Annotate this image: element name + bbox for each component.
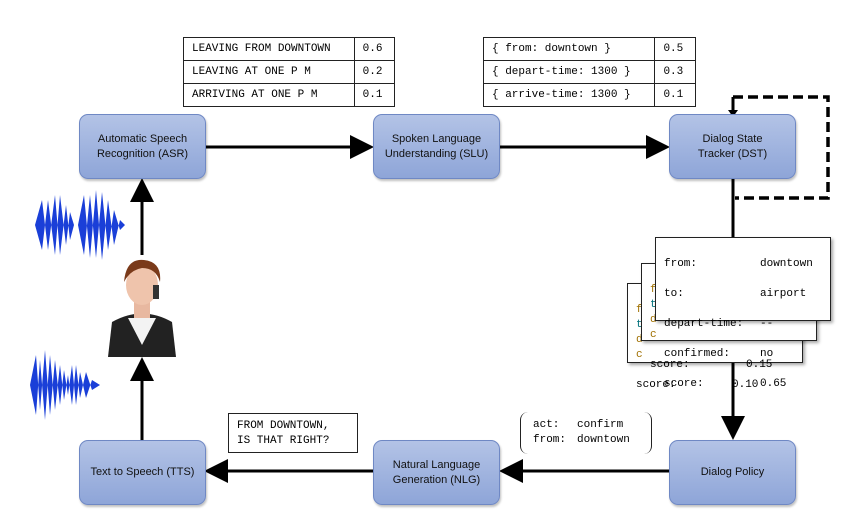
to-label: to: bbox=[664, 288, 684, 300]
from-label: from: bbox=[533, 434, 567, 446]
depart-value: -- bbox=[760, 318, 774, 330]
nlg-line-2: IS THAT RIGHT? bbox=[237, 435, 330, 447]
dst-feedback-loop bbox=[733, 95, 830, 200]
hyp-text: LEAVING FROM DOWNTOWN bbox=[183, 37, 355, 61]
policy-action: act: confirm from: downtown bbox=[520, 412, 652, 454]
dialog-state-card-front: from:downtown to:airport depart-time:-- … bbox=[655, 237, 831, 390]
tts-module: Text to Speech (TTS) bbox=[79, 440, 206, 505]
confirmed-value: no bbox=[760, 348, 774, 360]
act-value: confirm bbox=[577, 419, 624, 431]
hyp-text: { from: downtown } bbox=[482, 37, 656, 61]
user-photo bbox=[108, 255, 176, 357]
dst-label: Dialog State Tracker (DST) bbox=[697, 132, 768, 160]
score-value: 0.15 bbox=[746, 359, 773, 371]
score-value: 0.10 bbox=[732, 379, 759, 391]
score-label: score: bbox=[650, 359, 690, 371]
hyp-text: { arrive-time: 1300 } bbox=[482, 83, 656, 107]
table-row: { arrive-time: 1300 }0.1 bbox=[482, 83, 696, 107]
policy-label: Dialog Policy bbox=[700, 466, 765, 478]
slu-label: Spoken Language Understanding (SLU) bbox=[384, 132, 489, 160]
dst-module: Dialog State Tracker (DST) bbox=[669, 114, 796, 179]
score-value: 0.65 bbox=[760, 378, 787, 390]
nlg-line-1: FROM DOWNTOWN, bbox=[237, 420, 330, 432]
hyp-score: 0.3 bbox=[654, 60, 696, 84]
hyp-score: 0.1 bbox=[353, 83, 396, 107]
hyp-text: ARRIVING AT ONE P M bbox=[183, 83, 355, 107]
from-label: from: bbox=[664, 258, 698, 270]
nlg-module: Natural Language Generation (NLG) bbox=[373, 440, 500, 505]
hyp-text: LEAVING AT ONE P M bbox=[183, 60, 355, 84]
score-label: score: bbox=[664, 378, 704, 390]
act-label: act: bbox=[533, 419, 560, 431]
confirmed-label: confirmed: bbox=[664, 348, 731, 360]
asr-module: Automatic Speech Recognition (ASR) bbox=[79, 114, 206, 179]
waveform-input-icon bbox=[35, 190, 125, 260]
hyp-score: 0.6 bbox=[353, 37, 396, 61]
hyp-score: 0.5 bbox=[654, 37, 696, 61]
tts-label: Text to Speech (TTS) bbox=[90, 466, 195, 478]
table-row: { depart-time: 1300 }0.3 bbox=[482, 60, 696, 84]
slu-hypotheses-table: { from: downtown }0.5 { depart-time: 130… bbox=[482, 37, 696, 107]
depart-label: depart-time: bbox=[664, 318, 744, 330]
hyp-text: { depart-time: 1300 } bbox=[482, 60, 656, 84]
hyp-score: 0.1 bbox=[654, 83, 696, 107]
nlg-label: Natural Language Generation (NLG) bbox=[392, 458, 481, 486]
policy-module: Dialog Policy bbox=[669, 440, 796, 505]
nlg-output-text: FROM DOWNTOWN, IS THAT RIGHT? bbox=[228, 413, 358, 453]
asr-label: Automatic Speech Recognition (ASR) bbox=[96, 132, 189, 160]
hyp-score: 0.2 bbox=[353, 60, 396, 84]
score-label: score: bbox=[636, 379, 676, 391]
waveform-output-icon bbox=[30, 350, 100, 420]
from-value: downtown bbox=[760, 258, 813, 270]
to-value: airport bbox=[760, 288, 807, 300]
slu-module: Spoken Language Understanding (SLU) bbox=[373, 114, 500, 179]
table-row: { from: downtown }0.5 bbox=[482, 37, 696, 61]
from-value: downtown bbox=[577, 434, 630, 446]
